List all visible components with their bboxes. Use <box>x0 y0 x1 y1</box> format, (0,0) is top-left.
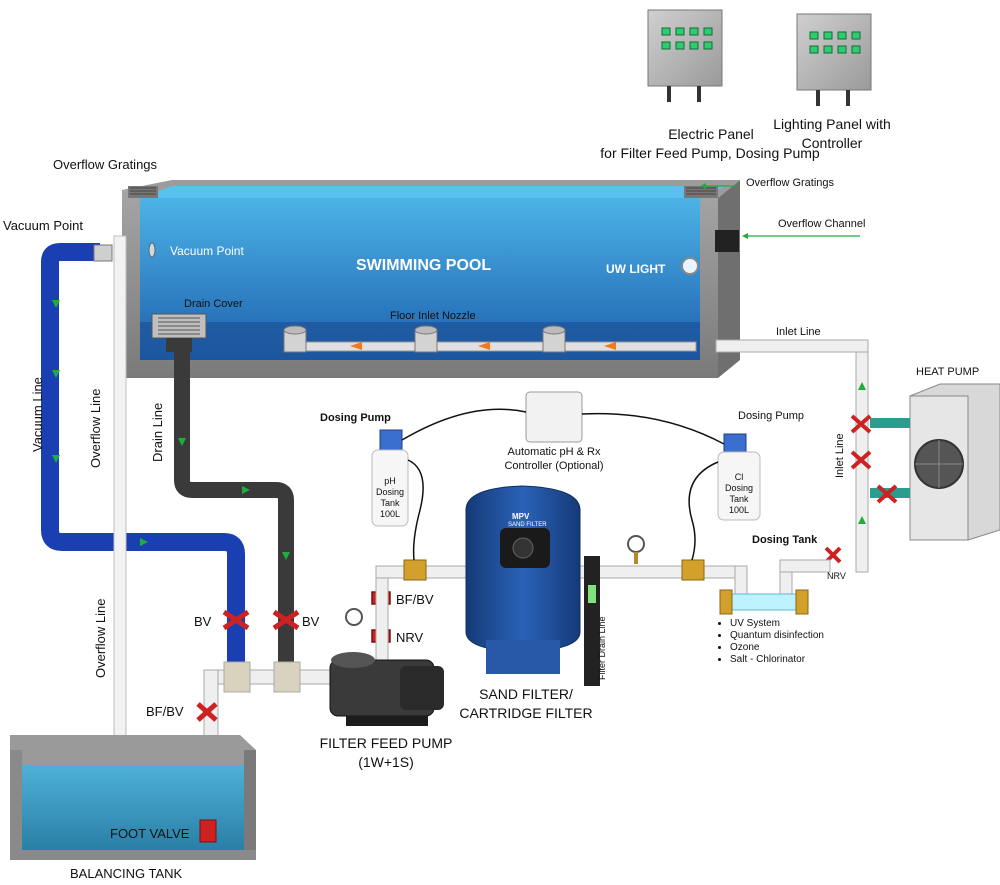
dosing-tank-label: Dosing Tank <box>752 534 818 546</box>
treatment-options-list: UV System Quantum disinfection Ozone Sal… <box>718 618 824 666</box>
lighting-panel-label-1: Lighting Panel with <box>773 116 891 132</box>
light-icon <box>681 257 699 275</box>
ph-tank-line2: Dosing <box>375 487 404 497</box>
uw-light-label: UW LIGHT <box>606 262 666 276</box>
bf-bv-tank-label: BF/BV <box>146 704 184 719</box>
vacuum-point-inside-label: Vacuum Point <box>170 244 244 258</box>
balancing-tank-label: BALANCING TANK <box>70 866 183 881</box>
vacuum-line-label: Vacuum Line <box>30 377 45 452</box>
cl-tank-line4: 100L <box>728 505 750 515</box>
overflow-channel-label: Overflow Channel <box>778 218 866 230</box>
inlet-line-top-label: Inlet Line <box>776 326 821 338</box>
treatment-option: Ozone <box>730 642 824 654</box>
cl-tank-line3: Tank <box>729 494 749 504</box>
lighting-panel <box>796 13 872 106</box>
dosing-pump-left-label: Dosing Pump <box>320 412 391 424</box>
ph-tank-label: pH Dosing Tank 100L <box>372 476 408 520</box>
vacuum-line <box>41 243 245 670</box>
sand-filter-small-label: SAND FILTER <box>508 522 547 528</box>
pressure-gauge-icon <box>345 535 645 626</box>
electric-panel <box>647 9 723 102</box>
inlet-line-vertical-label: Inlet Line <box>834 433 846 478</box>
ph-tank-line3: Tank <box>380 498 400 508</box>
ph-tank-line1: pH <box>384 476 396 486</box>
electric-panel-label-2: for Filter Feed Pump, Dosing Pump <box>600 145 820 161</box>
floor-inlet-pipe <box>283 325 697 353</box>
treatment-option: UV System <box>730 618 824 630</box>
filter-drain-line-label: Filter Drain Line <box>597 616 607 680</box>
treatment-option: Salt - Chlorinator <box>730 654 824 666</box>
pump-discharge-pipe <box>375 339 869 667</box>
cl-tank-line1: Cl <box>734 472 744 482</box>
overflow-gratings-right-label: Overflow Gratings <box>746 177 835 189</box>
sand-filter-label-1: SAND FILTER/ <box>479 686 573 702</box>
vacuum-point-outside-label: Vacuum Point <box>3 218 83 233</box>
controller-label-2: Controller (Optional) <box>504 460 604 472</box>
bf-bv-pump-label: BF/BV <box>396 592 434 607</box>
bv-right-label: BV <box>302 614 320 629</box>
filter-feed-pump-label-1: FILTER FEED PUMP <box>319 735 453 751</box>
pump-icon <box>329 652 444 726</box>
nozzle-icon <box>283 325 566 353</box>
heat-pump-label: HEAT PUMP <box>916 366 980 378</box>
pool-title: SWIMMING POOL <box>356 257 492 274</box>
sand-filter-label-2: CARTRIDGE FILTER <box>459 705 593 721</box>
overflow-gratings-left-label: Overflow Gratings <box>53 157 158 172</box>
treatment-option: Quantum disinfection <box>730 630 824 642</box>
ph-tank-line4: 100L <box>379 509 401 519</box>
controller-label-1: Automatic pH & Rx <box>507 446 601 458</box>
overflow-line <box>113 235 127 767</box>
nrv-right-label: NRV <box>827 571 846 581</box>
foot-valve-label: FOOT VALVE <box>110 826 190 841</box>
sand-filter <box>465 485 600 686</box>
bv-left-label: BV <box>194 614 212 629</box>
mpv-label: MPV <box>512 512 530 521</box>
dosing-pump-right-label: Dosing Pump <box>738 410 805 422</box>
label-arrows <box>700 183 866 524</box>
cl-tank-label: Cl Dosing Tank 100L <box>718 472 760 516</box>
drain-line-label: Drain Line <box>150 402 165 462</box>
filter-feed-pump-label-2: (1W+1S) <box>358 754 414 770</box>
drain-cover-label: Drain Cover <box>184 298 243 310</box>
lighting-panel-label-2: Controller <box>801 135 863 151</box>
overflow-line-upper-label: Overflow Line <box>88 388 103 468</box>
floor-inlet-nozzle-label: Floor Inlet Nozzle <box>390 310 476 322</box>
dosing-system <box>371 391 761 561</box>
overflow-line-lower-label: Overflow Line <box>93 598 108 678</box>
nrv-pump-label: NRV <box>396 630 424 645</box>
drain-cover <box>151 313 207 352</box>
uv-system <box>719 589 809 615</box>
cl-tank-line2: Dosing <box>724 483 753 493</box>
drain-line <box>174 352 294 670</box>
balancing-tank <box>10 735 256 860</box>
heat-pump <box>850 383 1000 541</box>
electric-panel-label-1: Electric Panel <box>668 126 754 142</box>
